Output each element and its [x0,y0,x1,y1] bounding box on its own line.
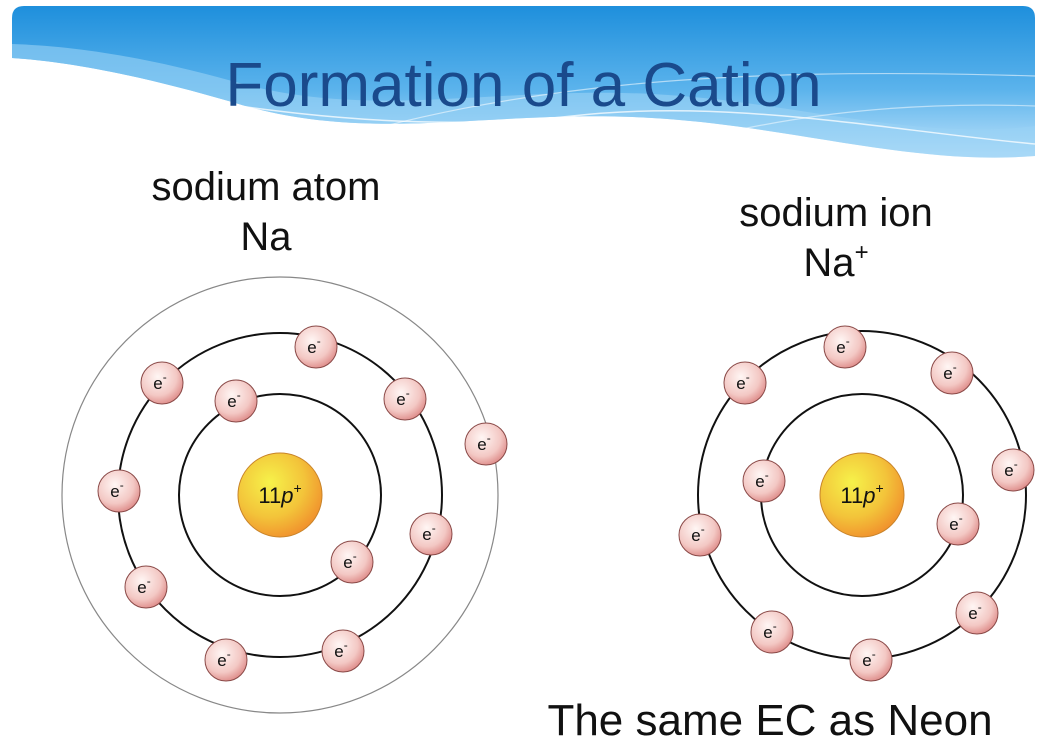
electron-label: e- [307,334,320,357]
electron-circle [321,629,365,673]
electron-circle [742,459,786,503]
electron-circle [464,422,508,466]
sodium-atom-diagram: 11p+ e-e-e-e-e-e-e-e-e-e-e- [61,276,508,714]
header-wave-banner [12,6,1035,158]
electron-circle [991,448,1035,492]
ion-nucleus-label: 11p+ [840,480,883,508]
electron-circle [678,513,722,557]
electron-label: e- [227,388,240,411]
atom-symbol: Na [240,215,292,259]
electron-label: e- [763,619,776,642]
electron-label: e- [736,370,749,393]
electron-label: e- [217,647,230,670]
electron-circle [294,325,338,369]
electron: e- [294,325,338,369]
electron-circle [204,638,248,682]
electron: e- [723,361,767,405]
electron-label: e- [477,431,490,454]
electron-label: e- [755,468,768,491]
electron-label: e- [334,638,347,661]
slide-title: Formation of a Cation [225,51,822,120]
atom-name: sodium atom [151,165,381,209]
electron-label: e- [949,511,962,534]
electron-circle [849,638,893,682]
neon-note: The same EC as Neon [547,696,993,745]
electron-label: e- [110,478,123,501]
electron-label: e- [836,334,849,357]
electron: e- [936,502,980,546]
electron: e- [140,361,184,405]
electron: e- [321,629,365,673]
ion-charge: + [854,239,869,266]
electron-circle [936,502,980,546]
ion-electrons: e-e-e-e-e-e-e-e-e-e- [678,325,1035,682]
nucleus-particle: p [862,483,875,508]
electron-circle [930,351,974,395]
nucleus-circle [237,452,323,538]
electron-label: e- [968,600,981,623]
electron: e- [409,512,453,556]
ion-nucleus: 11p+ [819,452,905,538]
electron-circle [330,540,374,584]
nucleus-particle: p [280,483,293,508]
electron-circle [750,610,794,654]
electron-label: e- [137,574,150,597]
atom-nucleus: 11p+ [237,452,323,538]
electron: e- [955,591,999,635]
electron: e- [383,377,427,421]
atom-electrons: e-e-e-e-e-e-e-e-e-e-e- [97,325,508,682]
electron: e- [991,448,1035,492]
electron: e- [742,459,786,503]
electron-label: e- [1004,457,1017,480]
ion-name: sodium ion [739,191,933,235]
nucleus-charge: + [875,480,883,496]
electron-circle [723,361,767,405]
banner-wave-line-3 [631,104,1035,157]
electron: e- [750,610,794,654]
nucleus-charge: + [293,480,301,496]
electron-circle [124,565,168,609]
electron: e- [97,469,141,513]
electron-label: e- [153,370,166,393]
banner-wave-light [12,44,1035,158]
electron-circle [955,591,999,635]
electron: e- [823,325,867,369]
electron-circle [383,377,427,421]
atom-shell-3 [61,276,499,714]
atom-nucleus-label: 11p+ [258,480,301,508]
electron-label: e- [343,549,356,572]
electron-circle [214,379,258,423]
sodium-ion-diagram: 11p+ e-e-e-e-e-e-e-e-e-e- [678,325,1035,682]
banner-wave-line-2 [311,72,1035,147]
electron: e- [204,638,248,682]
electron-label: e- [396,386,409,409]
electron: e- [678,513,722,557]
electron-circle [140,361,184,405]
electron: e- [330,540,374,584]
electron: e- [464,422,508,466]
electron: e- [930,351,974,395]
atom-label: sodium atom Na [66,162,466,262]
electron: e- [124,565,168,609]
electron-label: e- [422,521,435,544]
electron: e- [849,638,893,682]
electron-label: e- [691,522,704,545]
electron-circle [823,325,867,369]
electron: e- [214,379,258,423]
electron-circle [409,512,453,556]
banner-wave-line-1 [12,65,1035,145]
electron-label: e- [862,647,875,670]
nucleus-count: 11 [258,483,281,508]
ion-symbol-line: Na+ [636,238,1036,288]
ion-label: sodium ion Na+ [636,188,1036,288]
ion-symbol: Na [803,241,855,285]
atom-shell-1 [178,393,382,597]
electron-circle [97,469,141,513]
nucleus-count: 11 [840,483,863,508]
nucleus-circle [819,452,905,538]
electron-label: e- [943,360,956,383]
